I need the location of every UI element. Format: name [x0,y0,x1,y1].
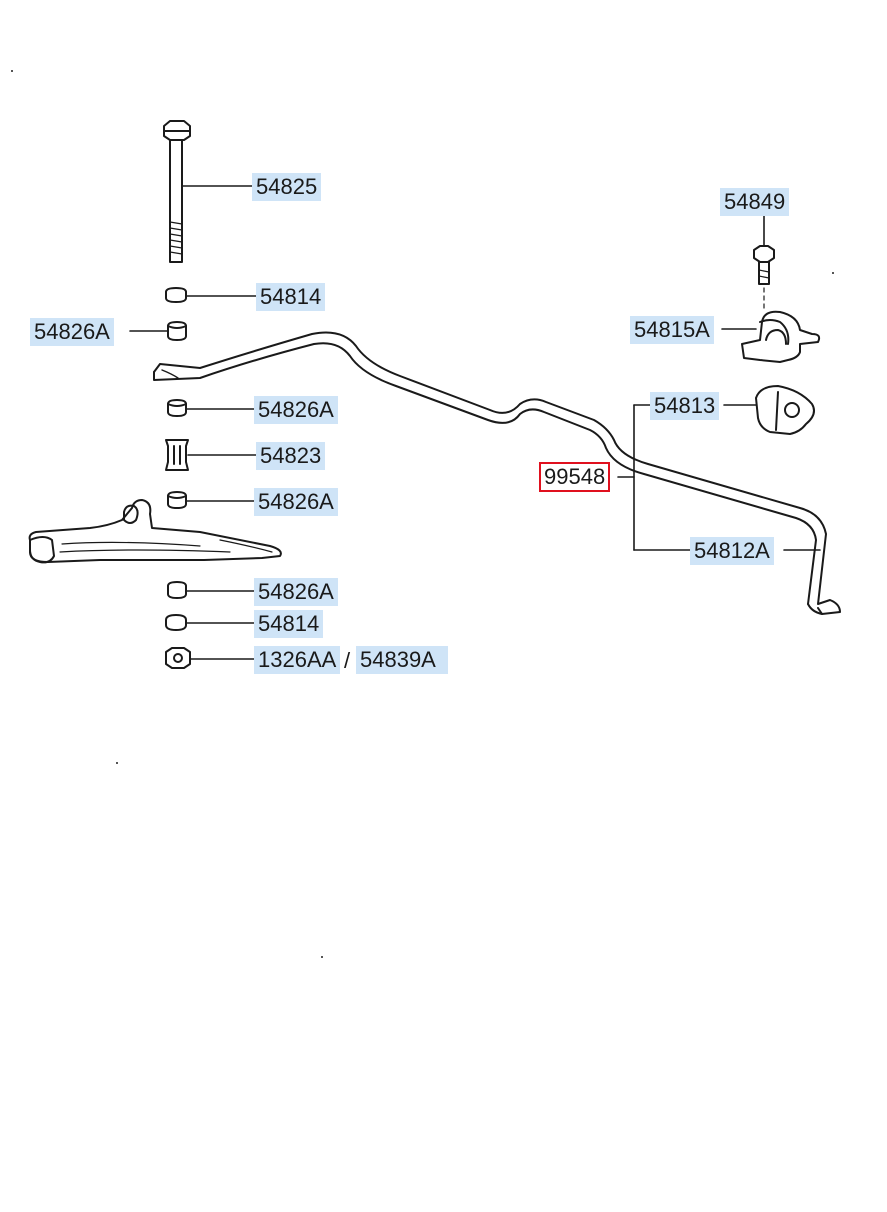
label-54826a-3[interactable]: 54826A [254,488,338,516]
label-54826a-1[interactable]: 54826A [30,318,114,346]
clamp-part [741,310,821,363]
label-54825[interactable]: 54825 [252,173,322,201]
bushing-a1-part [167,321,187,341]
bar-bushing-part [755,385,815,435]
lower-arm-part [28,499,282,564]
label-separator: / [344,648,351,673]
nut-part [165,647,191,669]
leader-lines [129,185,821,660]
label-54826a-4[interactable]: 54826A [254,578,338,606]
scan-speck [116,762,118,764]
label-54826a-2[interactable]: 54826A [254,396,338,424]
label-54849[interactable]: 54849 [720,188,790,216]
scan-speck [11,70,13,72]
label-1326aa[interactable]: 1326AA [254,646,341,674]
stabilizer-bar-part [153,331,841,615]
label-54815a[interactable]: 54815A [630,316,714,344]
bushing-a2-part [167,399,187,417]
label-54823[interactable]: 54823 [256,442,326,470]
washer-bottom-part [165,614,187,631]
label-54839a[interactable]: 54839A [356,646,448,674]
long-bolt-part [163,120,191,263]
label-54812a[interactable]: 54812A [690,537,774,565]
bushing-a3-part [167,491,187,509]
label-54814-top[interactable]: 54814 [256,283,326,311]
washer-top-part [165,287,187,303]
label-99548[interactable]: 99548 [539,462,611,492]
label-54813[interactable]: 54813 [650,392,720,420]
scan-speck [321,956,323,958]
bushing-a4-part [167,581,187,599]
bracket-bolt-part [753,245,775,311]
spacer-part [165,439,189,471]
scan-speck [832,272,834,274]
label-54814-bottom[interactable]: 54814 [254,610,324,638]
